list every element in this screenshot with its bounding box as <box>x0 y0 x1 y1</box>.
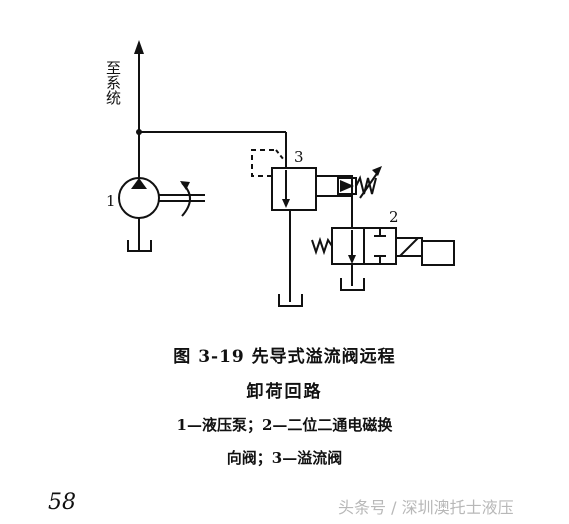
solenoid-valve-number-label: 2 <box>389 208 399 226</box>
relief-valve-pilot-line <box>251 149 276 177</box>
pump-rotation-arrow-head <box>180 181 190 190</box>
pump-arrow-head <box>131 178 147 189</box>
pump-number-label: 1 <box>106 192 116 210</box>
spring-adjust-arrow <box>359 171 379 199</box>
figure-caption-title-line2: 卸荷回路 <box>246 382 323 402</box>
solenoid-valve-left-cell <box>331 227 365 265</box>
solenoid-valve-flow-arrow-head <box>348 255 356 264</box>
page-number: 58 <box>48 490 76 515</box>
figure-legend-line2: 向阀；3—溢流阀 <box>226 449 343 467</box>
solenoid-cap <box>421 240 455 266</box>
relief-valve-body <box>271 167 317 211</box>
relief-valve-tank <box>278 294 303 307</box>
relief-valve-pilot-tip <box>275 149 285 161</box>
figure-caption-title: 图 3-19 先导式溢流阀远程 <box>173 347 396 367</box>
to-system-arrow <box>134 40 144 54</box>
pump-tank <box>127 240 152 252</box>
pilot-poppet <box>340 180 354 192</box>
solenoid-valve-return-spring <box>311 236 333 256</box>
watermark-text: 头条号 / 深圳澳托士液压 <box>338 498 514 517</box>
hydraulic-circuit-diagram: 至系统 1 3 2 <box>104 40 455 307</box>
spring-adjust-arrow-head <box>372 166 382 176</box>
solenoid-coil-diagonal <box>399 237 419 257</box>
solenoid-valve-tank <box>340 278 365 291</box>
relief-valve-flow-arrow-head <box>282 199 290 208</box>
pilot-adjustable-spring <box>355 175 377 195</box>
figure-legend-line1: 1—液压泵；2—二位二通电磁换 <box>176 416 393 434</box>
to-system-label: 至系统 <box>104 60 122 106</box>
relief-valve-number-label: 3 <box>294 148 304 166</box>
